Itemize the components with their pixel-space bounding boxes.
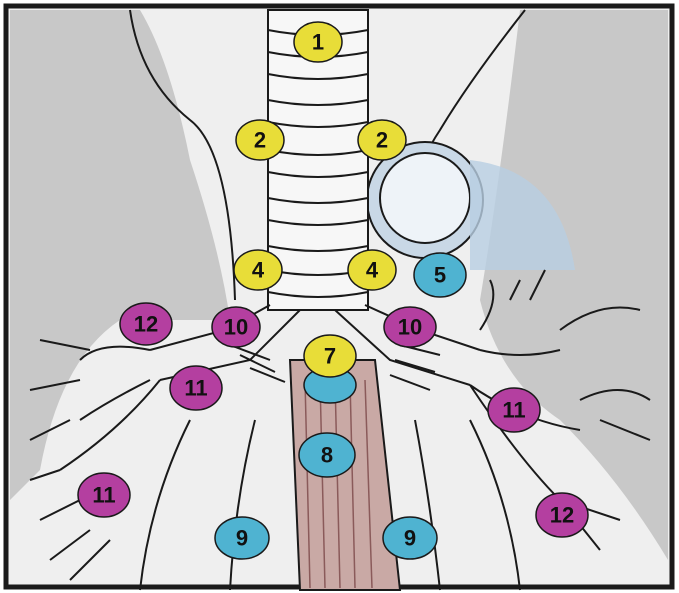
lymph-node-label: 11 [502, 398, 525, 423]
lymph-node-n4l: 4 [348, 250, 396, 290]
lymph-node-n12l: 12 [536, 493, 588, 537]
lymph-node-label: 9 [404, 526, 416, 551]
lymph-node-label: 11 [92, 483, 115, 508]
lymph-node-label: 7 [324, 344, 336, 369]
lymph-node-label: 12 [550, 503, 574, 528]
lymph-node-n10r: 10 [212, 307, 260, 347]
lymph-node-label: 11 [184, 376, 207, 401]
lymph-node-n11l: 11 [488, 388, 540, 432]
lymph-node-label: 1 [312, 30, 324, 55]
lymph-node-n12r: 12 [120, 303, 172, 345]
lymph-node-label: 2 [254, 128, 266, 153]
lymph-node-n9r: 9 [215, 517, 269, 559]
lymph-node-n7: 7 [304, 335, 356, 377]
lymph-node-label: 8 [321, 443, 333, 468]
lymph-node-label: 2 [376, 128, 388, 153]
lymph-node-label: 10 [224, 315, 248, 340]
lymph-node-label: 12 [134, 312, 158, 337]
lymph-node-n2r: 2 [236, 120, 284, 160]
lymph-node-label: 4 [366, 258, 379, 283]
lymph-node-n5: 5 [414, 253, 466, 297]
lymph-node-label: 9 [236, 526, 248, 551]
lymph-node-n1: 1 [294, 22, 342, 62]
lymph-node-n8: 8 [299, 433, 355, 477]
lymph-node-n11rl: 11 [78, 473, 130, 517]
lymph-node-label: 4 [252, 258, 265, 283]
lymph-node-n4r: 4 [234, 250, 282, 290]
lymph-node-n2l: 2 [358, 120, 406, 160]
lymph-node-label: 10 [398, 315, 422, 340]
lymph-node-n10l: 10 [384, 307, 436, 347]
lymph-node-label: 5 [434, 263, 446, 288]
lymph-node-n11r: 11 [170, 366, 222, 410]
lymph-node-n9l: 9 [383, 517, 437, 559]
aortic-arch-inner [380, 153, 470, 243]
